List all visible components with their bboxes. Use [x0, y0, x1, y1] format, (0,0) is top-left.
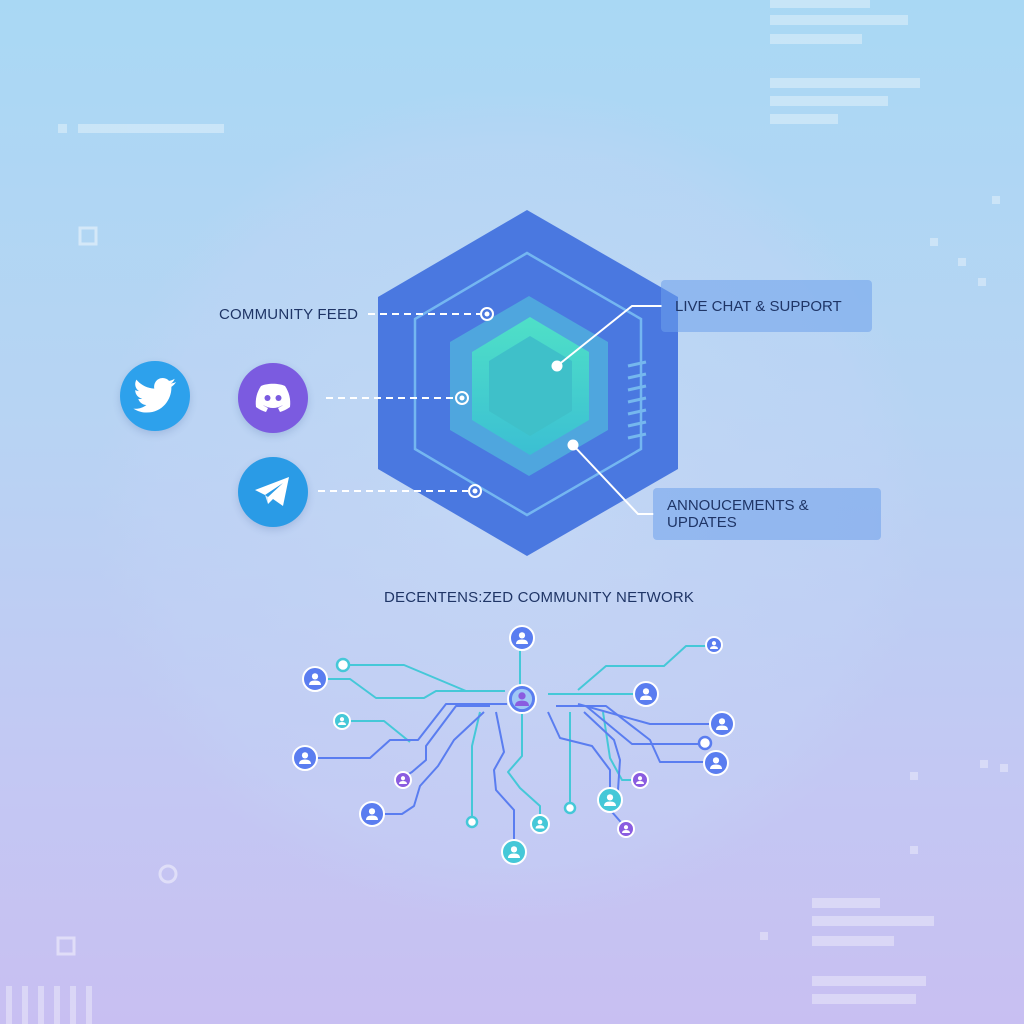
user-icon: [301, 752, 309, 759]
network-user-node: [302, 666, 328, 692]
user-icon: [518, 692, 526, 700]
announcements-label: ANNOUCEMENTS & UPDATES: [667, 497, 809, 531]
network-nodes: [292, 625, 735, 865]
network-dot-node: [563, 801, 577, 815]
network-dot-node: [465, 815, 479, 829]
network-user-node: [501, 839, 527, 865]
announcements-callout: ANNOUCEMENTS & UPDATES: [653, 488, 881, 540]
hexagon-stripes: [627, 360, 647, 440]
community-feed-label: COMMUNITY FEED: [219, 306, 359, 323]
user-icon: [368, 808, 376, 815]
network-user-node: [703, 750, 729, 776]
network-user-node: [359, 801, 385, 827]
user-icon: [712, 757, 720, 764]
network-user-node: [705, 636, 723, 654]
hexagon-core-inner: [489, 336, 572, 436]
discord-button[interactable]: [238, 363, 308, 433]
user-icon: [311, 673, 319, 680]
network-user-node: [709, 711, 735, 737]
network-user-node: [509, 625, 535, 651]
live-chat-label: LIVE CHAT & SUPPORT: [675, 297, 842, 315]
network-title: DECENTENS:ZED COMMUNITY NETWORK: [384, 589, 695, 606]
user-icon: [642, 688, 650, 695]
network-user-node: [617, 820, 635, 838]
hexagon-hub: [378, 210, 678, 556]
twitter-button[interactable]: [120, 361, 190, 431]
network-dot-node: [697, 735, 713, 751]
live-chat-callout: LIVE CHAT & SUPPORT: [661, 280, 872, 332]
network-user-node: [333, 712, 351, 730]
network-user-node: [633, 681, 659, 707]
user-icon: [537, 819, 543, 825]
network-user-node: [394, 771, 412, 789]
network-dot-node: [335, 657, 351, 673]
telegram-button[interactable]: [238, 457, 308, 527]
network-user-node: [597, 787, 623, 813]
user-icon: [400, 776, 406, 781]
twitter-icon: [133, 378, 176, 413]
user-icon: [711, 641, 717, 646]
network-user-node: [507, 684, 537, 714]
connectors: [318, 305, 662, 515]
network-user-node: [631, 771, 649, 789]
discord-icon: [255, 383, 291, 412]
network-edges: [305, 638, 722, 852]
user-icon: [637, 776, 643, 781]
user-icon: [623, 825, 629, 830]
network-user-node: [530, 814, 550, 834]
user-icon: [606, 794, 614, 801]
network-user-node: [292, 745, 318, 771]
telegram-icon: [255, 477, 289, 506]
user-icon: [718, 718, 726, 725]
user-icon: [518, 632, 526, 639]
user-icon: [339, 717, 345, 722]
user-icon: [510, 846, 518, 853]
hexagon-inner-ring: [413, 251, 643, 517]
